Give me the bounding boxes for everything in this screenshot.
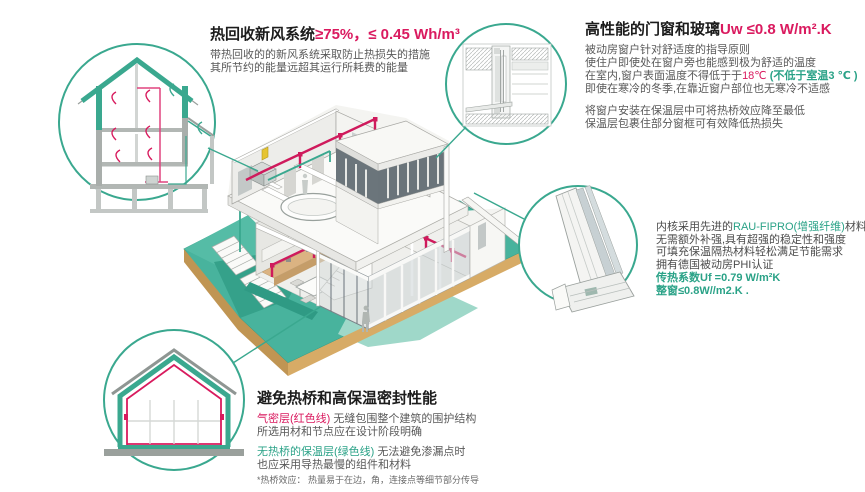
person-figure	[362, 305, 370, 332]
windows-body: 被动房窗户针对舒适度的指导原则 使住户即使处在窗户旁也能感到极为舒适的温度 在室…	[585, 44, 858, 130]
window-install-detail-circle	[445, 23, 567, 145]
thermal-envelope-circle	[103, 329, 245, 471]
thermal-title: 避免热桥和高保温密封性能	[257, 390, 438, 407]
thermal-annotation: 避免热桥和高保温密封性能 气密层(红色线) 无缝包围整个建筑的围护结构 所选用材…	[257, 387, 577, 487]
windows-annotation: 高性能的门窗和玻璃Uw ≤0.8 W/m².K 被动房窗户针对舒适度的指导原则 …	[585, 18, 865, 131]
ventilation-detail-circle	[58, 43, 216, 213]
ventilation-title: 热回收新风系统≥75%，≤ 0.45 Wh/m³	[210, 26, 460, 43]
ventilation-annotation: 热回收新风系统≥75%，≤ 0.45 Wh/m³ 带热回收的的新风系统采取防止热…	[210, 23, 480, 75]
ventilation-body: 带热回收的的新风系统采取防止热损失的措施 其所节约的能量远超其运行所耗费的能量	[210, 49, 430, 74]
windows-title: 高性能的门窗和玻璃Uw ≤0.8 W/m².K	[585, 21, 832, 38]
window-profile-circle	[518, 185, 638, 313]
house-isometric	[227, 105, 531, 332]
connector-lines	[207, 126, 525, 364]
material-annotation: 内核采用先进的RAU-FIPRO(增强纤维)材料 无需额外补强,具有超强的稳定性…	[656, 221, 865, 297]
